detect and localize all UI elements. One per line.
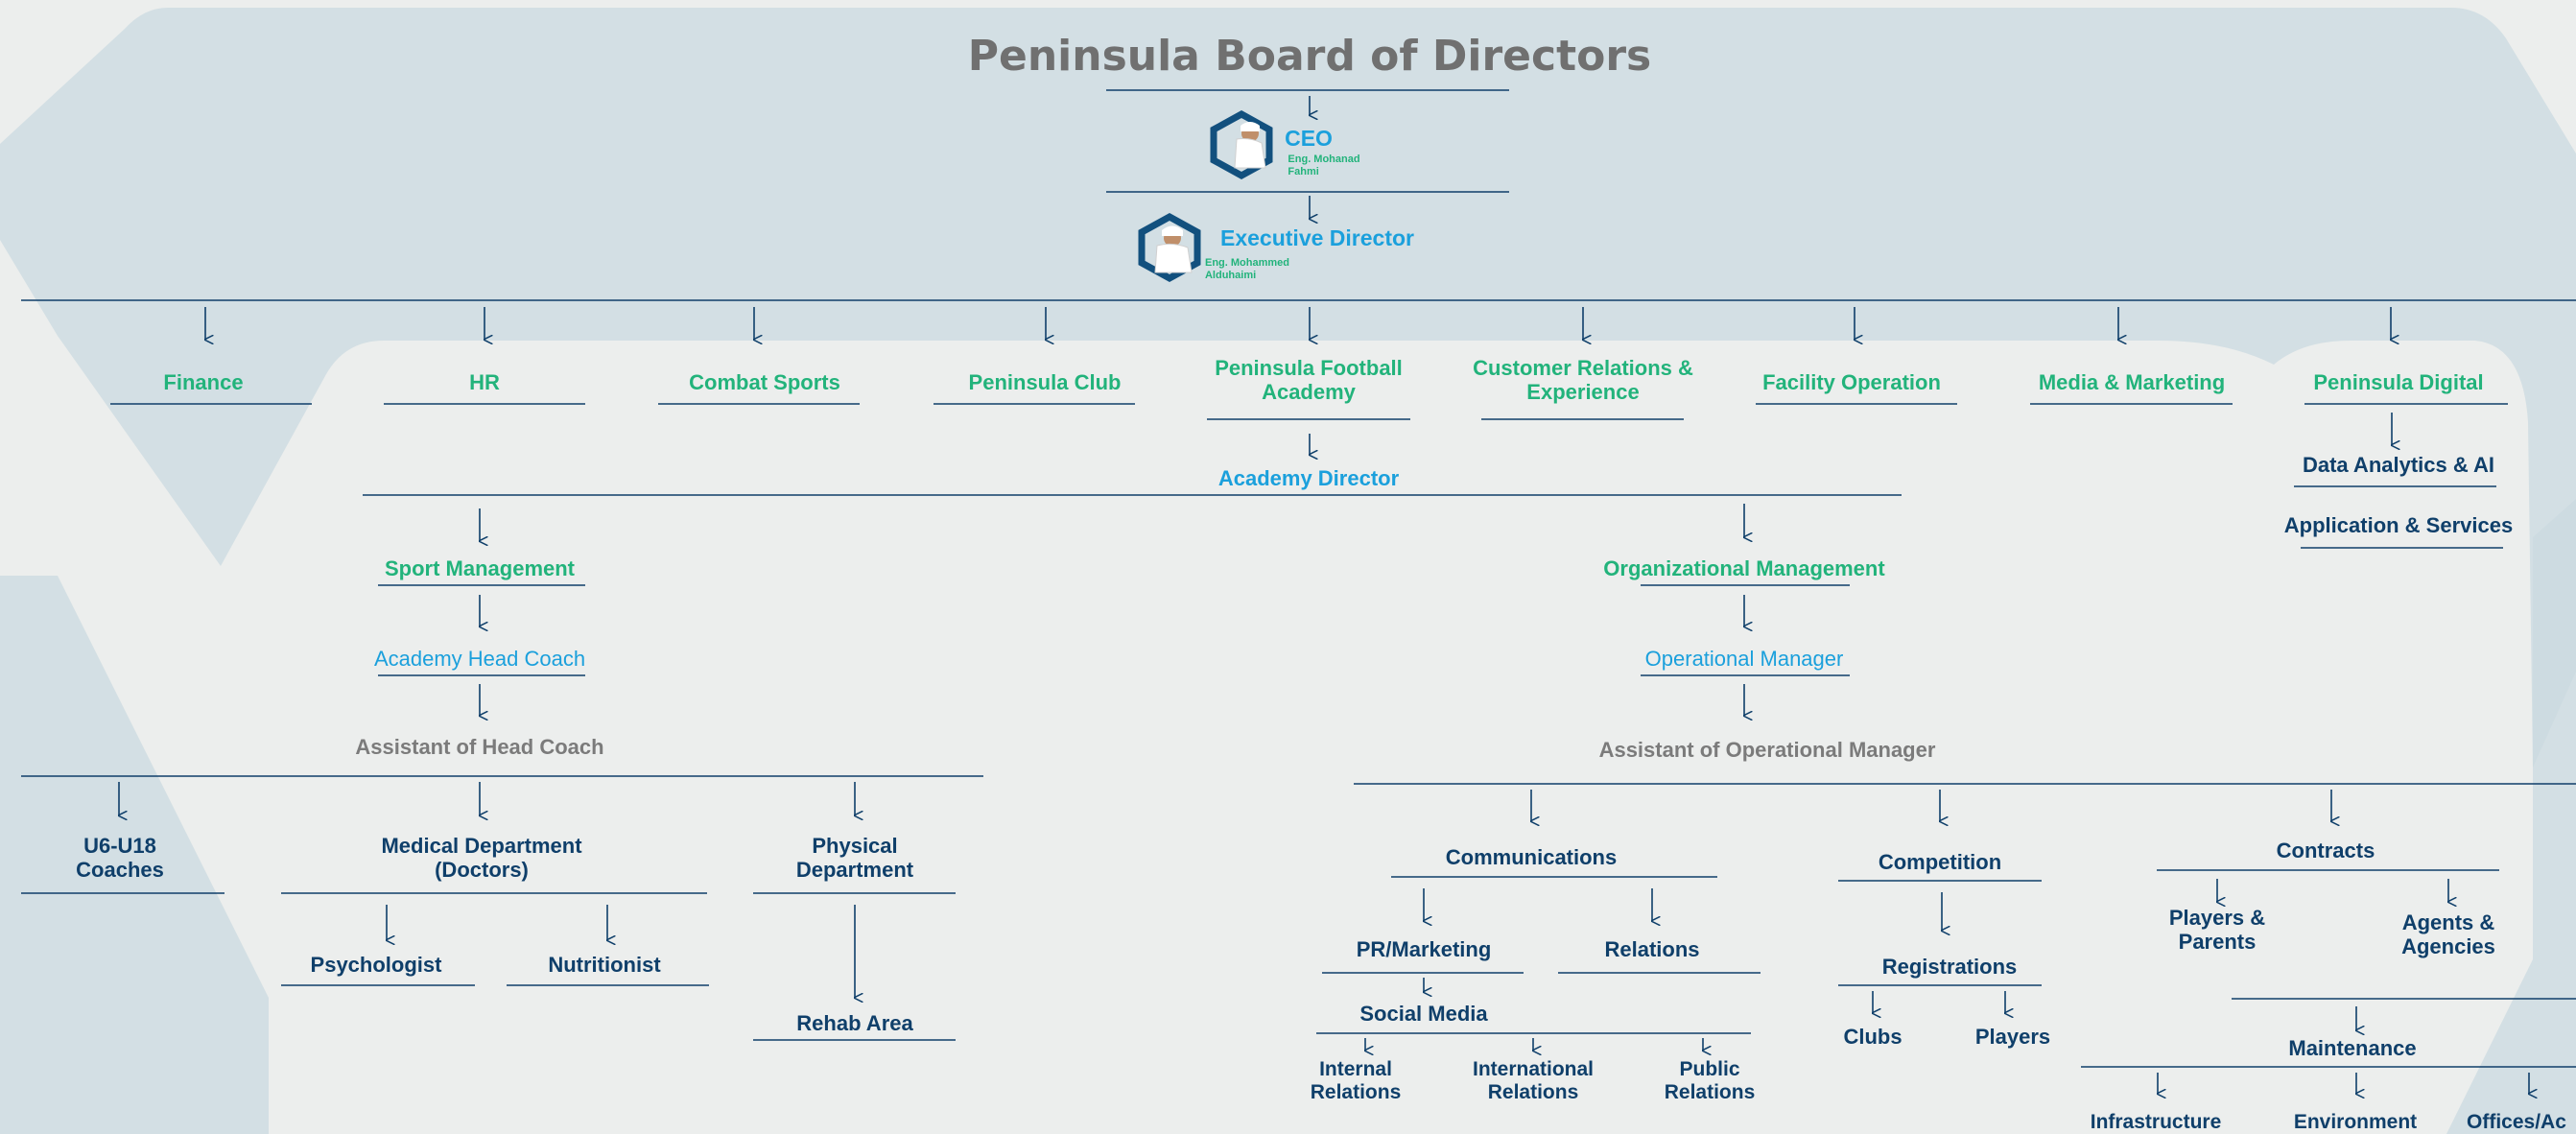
reg-clubs: Clubs: [1843, 1025, 1902, 1049]
relations: Relations: [1604, 937, 1700, 961]
dept-media-marketing: Media & Marketing: [2038, 370, 2226, 394]
ceo-name-line2: Fahmi: [1288, 166, 1319, 178]
dept-football-academy: Peninsula Football Academy: [1215, 356, 1403, 404]
dept-peninsula-club: Peninsula Club: [968, 370, 1122, 394]
dept-combat-sports: Combat Sports: [689, 370, 840, 394]
ceo-name-line1: Eng. Mohanad: [1288, 154, 1360, 165]
dept-hr: HR: [469, 370, 500, 394]
maint-infrastructure: Infrastructure: [2090, 1111, 2222, 1133]
dept-peninsula-digital: Peninsula Digital: [2313, 370, 2484, 394]
contract-agents-agencies: Agents & Agencies: [2401, 910, 2495, 958]
digital-application-services: Application & Services: [2283, 513, 2514, 537]
digital-data-analytics: Data Analytics & AI: [2302, 453, 2495, 477]
competition: Competition: [1878, 850, 2002, 874]
academy-director: Academy Director: [1217, 466, 1400, 490]
maintenance: Maintenance: [2288, 1036, 2417, 1060]
communications: Communications: [1445, 845, 1618, 869]
left-panel: [0, 576, 269, 1134]
public-relations: Public Relations: [1664, 1058, 1756, 1103]
executive-director-name: Eng. Mohammed Alduhaimi: [1205, 257, 1289, 282]
rehab-area: Rehab Area: [796, 1011, 913, 1035]
executive-director-role: Executive Director: [1220, 225, 1414, 250]
ceo-avatar: [1210, 110, 1273, 179]
dept-facility-operation: Facility Operation: [1762, 370, 1941, 394]
exec-name-line2: Alduhaimi: [1204, 270, 1257, 282]
contract-players-parents: Players & Parents: [2168, 906, 2266, 954]
dept-customer-relations: Customer Relations & Experience: [1473, 356, 1693, 404]
exec-name-line1: Eng. Mohammed: [1204, 257, 1290, 269]
medical-nutritionist: Nutritionist: [548, 953, 661, 977]
ceo-name: Eng. Mohanad Fahmi: [1288, 154, 1359, 178]
internal-relations: Internal Relations: [1310, 1058, 1402, 1103]
contracts: Contracts: [2276, 839, 2375, 862]
maint-environment: Environment: [2293, 1111, 2418, 1133]
top-panel: [0, 8, 2576, 768]
registrations: Registrations: [1881, 955, 2018, 979]
international-relations: International Relations: [1472, 1058, 1594, 1103]
social-media: Social Media: [1359, 1002, 1488, 1026]
ceo-role: CEO: [1285, 126, 1333, 151]
assistant-head-coach: Assistant of Head Coach: [355, 735, 604, 759]
operational-manager: Operational Manager: [1644, 647, 1844, 671]
assistant-operational-manager: Assistant of Operational Manager: [1598, 738, 1936, 762]
sport-management: Sport Management: [384, 556, 576, 580]
chart-title: Peninsula Board of Directors: [967, 32, 1652, 81]
unit-u6-u18: U6-U18 Coaches: [76, 834, 164, 882]
pr-marketing: PR/Marketing: [1356, 937, 1492, 961]
maint-offices: Offices/Ac: [2467, 1111, 2566, 1133]
medical-psychologist: Psychologist: [310, 953, 442, 977]
unit-physical: Physical Department: [795, 834, 914, 882]
dept-finance: Finance: [163, 370, 244, 394]
organizational-management: Organizational Management: [1603, 556, 1885, 580]
academy-head-coach: Academy Head Coach: [373, 647, 586, 671]
right-panel: [2446, 499, 2576, 1134]
unit-medical: Medical Department (Doctors): [381, 834, 582, 882]
executive-director-avatar: [1138, 213, 1201, 282]
reg-players: Players: [1974, 1025, 2051, 1049]
